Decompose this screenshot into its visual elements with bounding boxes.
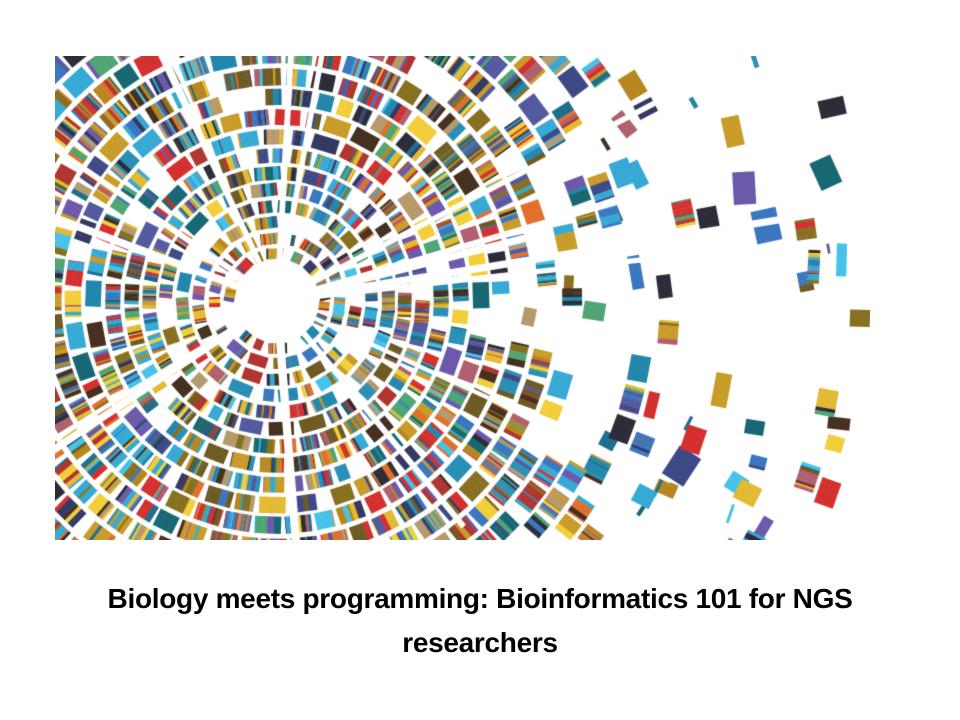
dna-mosaic-canvas (55, 56, 870, 540)
slide-title-line1: Biology meets programming: Bioinformatic… (107, 583, 853, 614)
slide-title: Biology meets programming: Bioinformatic… (15, 577, 945, 665)
slide-title-line2: researchers (402, 627, 558, 658)
hero-image (55, 56, 870, 540)
